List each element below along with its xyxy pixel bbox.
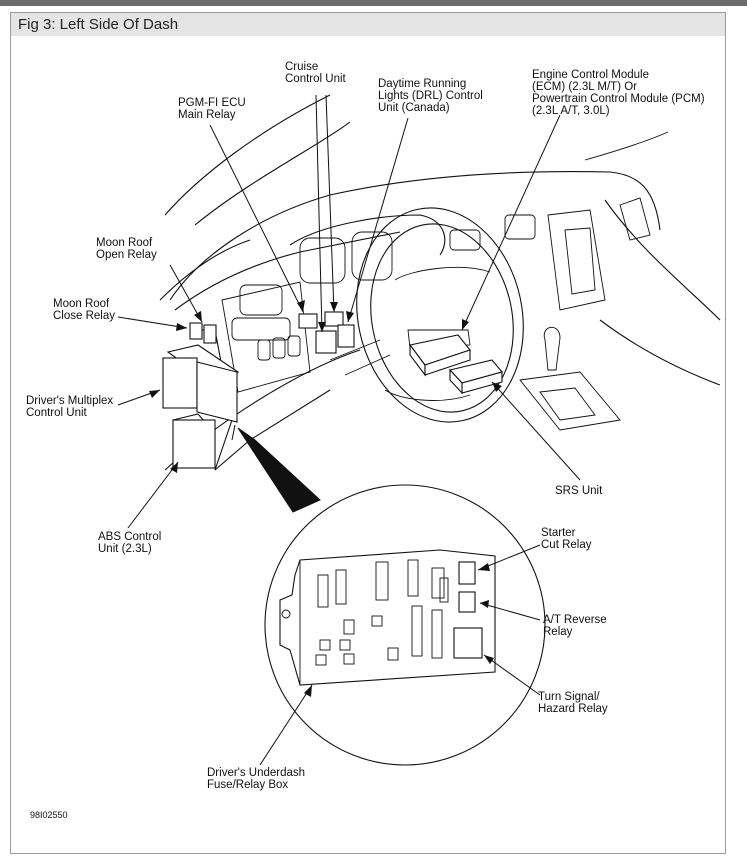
label-at-reverse-relay: A/T Reverse Relay — [543, 614, 607, 638]
right-vent — [619, 197, 651, 241]
label-turn-signal-hazard-relay: Turn Signal/ Hazard Relay — [538, 691, 608, 715]
steering-spoke-bottom — [384, 389, 471, 401]
figure-title-bar — [11, 13, 725, 36]
label-abs-control-unit: ABS Control Unit (2.3L) — [98, 531, 162, 555]
fuse-small-6 — [343, 653, 355, 665]
label-drivers-multiplex-control-unit: Driver's Multiplex Control Unit — [26, 395, 114, 419]
drl-unit-box — [337, 324, 355, 348]
label-pgm-fi-ecu-main-relay: PGM-FI ECU Main Relay — [178, 97, 246, 121]
windshield-pillar-line — [164, 94, 331, 216]
label-starter-cut-relay: Starter Cut Relay — [541, 527, 592, 551]
zoom-pointer-origin — [231, 424, 236, 441]
center-stack-inner — [564, 227, 596, 295]
fuse-slot-4 — [407, 559, 419, 597]
fuse-small-5 — [315, 654, 327, 666]
left-switch-3 — [287, 335, 301, 357]
moon-roof-open-relay-box — [203, 324, 217, 344]
fuse-slot-1 — [317, 574, 329, 608]
leader-lines — [117, 94, 581, 766]
leader-srs — [491, 381, 581, 481]
leader-abs — [127, 461, 179, 529]
fuse-slot-8 — [431, 609, 443, 659]
steering-spoke-top — [394, 267, 491, 281]
figure-title: Fig 3: Left Side Of Dash — [18, 16, 179, 33]
left-dash-panel — [221, 281, 311, 393]
leader-at-reverse — [479, 602, 541, 621]
figure-frame — [10, 12, 726, 854]
fuse-box-mount-hole — [281, 609, 291, 619]
fuse-slot-5 — [431, 567, 445, 599]
steering-wheel-inner — [370, 223, 514, 413]
left-switch-1 — [257, 339, 271, 361]
multiplex-left — [162, 357, 198, 409]
fuse-small-1 — [343, 619, 355, 635]
shift-console — [519, 371, 621, 431]
leader-cruise-2 — [325, 94, 335, 313]
ecm-box-front — [424, 349, 471, 376]
left-control-panel — [231, 317, 291, 341]
fuse-slot-3 — [375, 561, 389, 601]
right-dash-edge — [604, 199, 721, 321]
label-drivers-underdash-fuse-relay-box: Driver's Underdash Fuse/Relay Box — [207, 767, 306, 791]
leader-drl — [347, 117, 409, 323]
leader-pgm-fi — [209, 124, 304, 313]
fuse-slot-2 — [335, 569, 347, 605]
center-vent-1 — [449, 229, 481, 251]
starter-cut-relay-box — [458, 561, 476, 585]
roof-line — [584, 131, 669, 161]
dash-upper-contour — [174, 231, 401, 311]
windshield-inner-line — [194, 121, 351, 226]
zoom-pointer — [237, 427, 321, 513]
leader-moon-open — [169, 264, 203, 323]
srs-box-side — [449, 368, 463, 395]
label-moon-roof-open-relay: Moon Roof Open Relay — [96, 237, 157, 261]
moon-roof-close-relay-box — [189, 322, 203, 340]
gauge-left — [299, 237, 346, 284]
pgm-fi-relay-box — [298, 313, 318, 329]
label-ecm-pcm: Engine Control Module (ECM) (2.3L M/T) O… — [532, 69, 705, 117]
cruise-relay-box — [315, 330, 337, 354]
fuse-small-3 — [319, 639, 331, 651]
fuse-small-7 — [387, 647, 399, 661]
at-reverse-relay-box — [458, 591, 476, 613]
label-srs-unit: SRS Unit — [555, 485, 603, 497]
left-vent — [239, 284, 283, 316]
leader-moon-close — [117, 316, 188, 329]
dash-top-outline — [169, 171, 661, 301]
label-moon-roof-close-relay: Moon Roof Close Relay — [53, 298, 115, 322]
dash-left-edge — [159, 239, 251, 301]
figure-code: 98I02550 — [30, 810, 68, 820]
leader-underdash — [259, 684, 313, 766]
left-switch-2 — [272, 337, 286, 359]
shift-gate — [539, 387, 596, 421]
fuse-slot-6 — [439, 577, 449, 603]
center-stack — [547, 209, 606, 311]
turn-signal-relay-box — [453, 627, 483, 659]
leader-ecm — [461, 114, 561, 331]
steering-hub — [407, 329, 471, 349]
steering-column-left — [329, 339, 381, 361]
gear-shifter — [543, 326, 561, 371]
abs-box — [172, 419, 216, 469]
steering-wheel-outer — [356, 207, 524, 423]
zoom-circle — [264, 484, 546, 766]
fuse-small-2 — [371, 615, 383, 627]
gauge-right — [351, 231, 393, 281]
leader-turn-signal — [483, 654, 541, 696]
multiplex-right — [196, 361, 238, 423]
steering-column-right — [344, 354, 391, 376]
fuse-small-4 — [339, 639, 351, 651]
cruise-unit-box — [324, 311, 344, 327]
fuse-slot-7 — [411, 605, 423, 657]
leader-cruise-1 — [315, 94, 323, 333]
label-cruise-control-unit: Cruise Control Unit — [285, 61, 346, 85]
label-drl-control-unit: Daytime Running Lights (DRL) Control Uni… — [378, 78, 483, 114]
center-vent-2 — [504, 214, 536, 240]
window-top-bar — [0, 0, 747, 6]
console-edge — [599, 319, 721, 386]
leader-arrowheads — [149, 300, 502, 697]
